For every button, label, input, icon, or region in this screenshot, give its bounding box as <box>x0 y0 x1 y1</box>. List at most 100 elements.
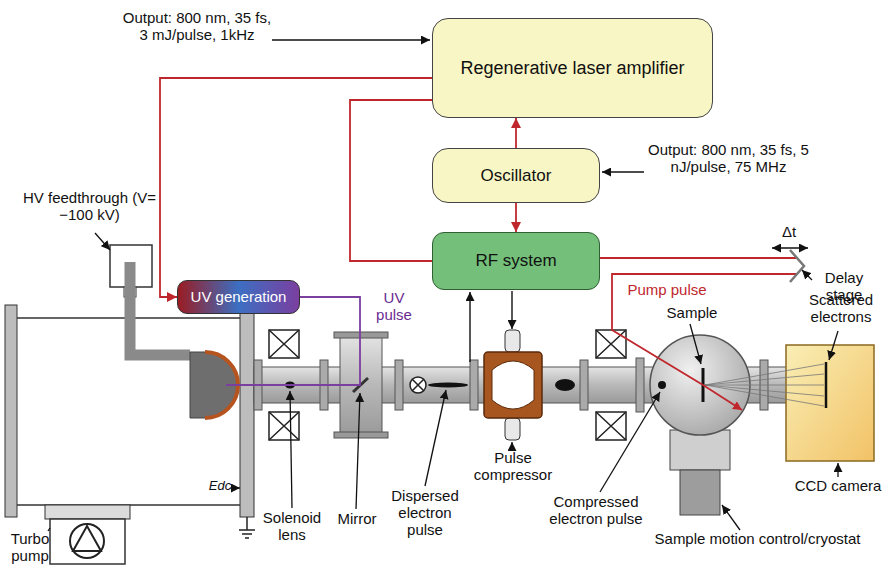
pulse-compressor-stroke <box>492 361 534 409</box>
leader-line-stroke <box>356 393 360 509</box>
steering-coil-stroke <box>410 377 426 393</box>
leader-line-stroke <box>95 233 110 250</box>
callout-label: Output: 800 nm, 35 fs, 5 nJ/pulse, 75 MH… <box>646 142 811 176</box>
oscillator-box: Oscillator <box>432 148 600 203</box>
sample-chamber-stroke <box>680 470 720 515</box>
sample-chamber <box>650 335 787 515</box>
leader-line-stroke <box>829 331 838 360</box>
beam-tube-stroke <box>395 360 403 410</box>
uv-beam <box>226 297 360 385</box>
callout-label: CCD camera <box>790 478 886 495</box>
delay-arrow <box>772 248 808 249</box>
solenoid-lens-stroke <box>269 412 299 440</box>
scattered-rays-stroke <box>705 364 824 385</box>
sample-chamber-stroke <box>670 430 730 470</box>
leader-line-stroke <box>48 528 50 531</box>
turbo-pump-stroke <box>45 505 130 519</box>
callout-label: Compressed electron pulse <box>546 494 646 528</box>
ground-symbol <box>239 517 255 538</box>
callout-label: HV feedthrough (V= −100 kV) <box>22 190 157 224</box>
ccd-camera-stroke <box>786 345 874 461</box>
scattered-rays-stroke <box>705 385 824 386</box>
node-text: Regenerative laser amplifier <box>460 58 684 79</box>
solenoid-lens-stroke <box>596 412 626 440</box>
leader-line-stroke <box>802 270 812 280</box>
turbo-pump-stroke <box>50 519 125 564</box>
callout-label: Solenoid lens <box>256 510 328 544</box>
callout-label: Turbo pump <box>6 531 54 565</box>
callout-label: Dispersed electron pulse <box>380 488 470 538</box>
rf-signal <box>470 291 512 362</box>
scattered-rays <box>705 364 824 406</box>
solenoid-lens-stroke <box>269 330 299 358</box>
gun-chamber <box>5 245 254 517</box>
callout-label: Mirror <box>328 511 386 528</box>
electron-pulse-stroke <box>428 383 468 388</box>
field-arrow-stroke <box>230 487 240 488</box>
leader-line-stroke <box>600 392 660 492</box>
steering-coil <box>410 377 426 393</box>
turbo-pump-stroke <box>73 526 101 551</box>
pulse-compressor <box>484 330 542 440</box>
scattered-rays-stroke <box>705 385 824 406</box>
node-text: RF system <box>475 251 556 271</box>
callout-label: Pulse compressor <box>468 450 558 484</box>
electron-pulse-stroke <box>658 381 666 389</box>
beam-tube-stroke <box>334 432 388 438</box>
solenoid-lens-stroke <box>269 412 299 440</box>
solenoid-lens-stroke <box>596 330 626 358</box>
beam-connector <box>350 100 432 261</box>
uv-generation-box: UV generation <box>177 280 300 314</box>
solenoid-lens-stroke <box>269 330 299 358</box>
beam-connector <box>515 203 517 232</box>
ccd-camera <box>786 345 874 461</box>
rf-system-box: RF system <box>432 232 600 290</box>
ground-symbol-stroke <box>242 533 252 535</box>
beam-connector <box>160 78 432 297</box>
ground-symbol-stroke <box>239 529 255 531</box>
beam-tube-stroke <box>580 360 588 410</box>
callout-label: Output: 800 nm, 35 fs, 3 mJ/pulse, 1kHz <box>122 10 272 44</box>
pulse-compressor-stroke <box>505 418 520 440</box>
pump-beam <box>600 250 804 410</box>
scattered-rays-stroke <box>705 385 824 396</box>
ccd-camera-stroke <box>825 362 828 408</box>
field-arrow <box>230 488 240 489</box>
callout-label: UV pulse <box>368 290 420 324</box>
solenoid-lens-stroke <box>596 412 626 440</box>
leader-line-stroke <box>690 324 701 364</box>
pulse-compressor-stroke <box>484 352 542 418</box>
leader-line-stroke <box>511 442 512 448</box>
callout-label: Sample <box>660 305 724 322</box>
leader-line-stroke <box>722 505 740 530</box>
callout-label: Delay stage <box>812 270 876 304</box>
pump-beam-stroke <box>790 250 804 282</box>
node-text: UV generation <box>191 288 287 305</box>
callout-label: Scattered electrons <box>796 292 886 326</box>
callout-label: Edc <box>208 479 232 494</box>
delay-arrow-stroke <box>772 247 808 248</box>
amplifier-box: Regenerative laser amplifier <box>432 18 713 118</box>
uv-beam-stroke <box>226 297 360 385</box>
beam-connector <box>515 118 517 148</box>
gun-chamber-stroke <box>240 305 254 517</box>
node-text: Oscillator <box>481 166 552 186</box>
beam-tube-stroke <box>470 360 478 410</box>
leader-line-stroke <box>602 171 644 172</box>
callout-label: Pump pulse <box>622 282 712 299</box>
beam-tube-stroke <box>636 358 644 412</box>
leader-line <box>48 40 838 531</box>
rf-signal-stroke <box>511 291 512 329</box>
electron-pulse-stroke <box>555 379 575 391</box>
gun-chamber-stroke <box>5 305 17 517</box>
rf-signal-stroke <box>469 292 470 362</box>
pulse-compressor-stroke <box>505 330 520 352</box>
beam-tube-stroke <box>334 332 388 338</box>
ground-symbol-stroke <box>246 517 248 530</box>
ground-symbol-stroke <box>245 537 249 539</box>
turbo-pump-stroke <box>70 524 104 558</box>
